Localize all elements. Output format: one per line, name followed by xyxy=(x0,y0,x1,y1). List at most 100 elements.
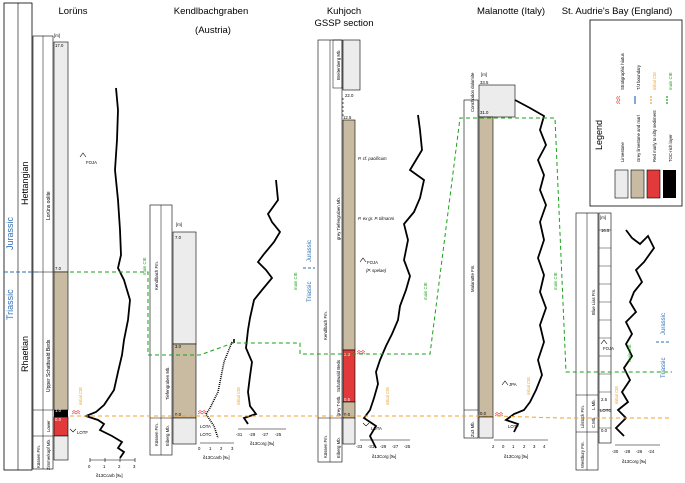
loruns-main-cie: main CIE xyxy=(142,257,147,275)
loruns-axis-label: δ13Ccarb [‰] xyxy=(96,473,123,478)
malanotte-lotf: LOTF xyxy=(508,424,519,429)
legend-toc: TOC-rich layer xyxy=(668,134,673,162)
loruns-zimmerkopf-label: Zimmerkopf Mb. xyxy=(46,439,51,470)
loruns-kossen-label: Kössen Fm. xyxy=(36,445,41,468)
era-column: Jurassic Triassic Hettangian Rhaetian xyxy=(3,2,33,471)
kuhjoch-kossen-label: Kössen Fm. xyxy=(323,435,328,458)
st-audries-axis: -30 -28 -26 -24 δ13Corg [‰] xyxy=(612,444,660,464)
kuhjoch-limestone-top xyxy=(342,39,361,91)
st-audries-foja: FOJA xyxy=(603,346,614,351)
loruns-initial-cie: initial CIE xyxy=(78,387,83,405)
kuhjoch-breitenberg-box xyxy=(332,39,343,89)
kuhjoch-foja: FOJA xyxy=(367,260,378,265)
malanotte-unit: [m] xyxy=(481,72,487,77)
kuhjoch-breitenberg-label: Breitenberg Mb. xyxy=(336,49,341,80)
loruns-hiatus xyxy=(71,410,81,415)
kendlbach-main-cie: main CIE xyxy=(293,272,298,290)
kuhjoch-tick-2: -29 xyxy=(380,444,387,449)
kendlbach-m7: 7.0 xyxy=(175,235,182,240)
loruns-unit: [m] xyxy=(54,33,60,38)
malanotte-fm-label: Malanotte Fm. xyxy=(470,265,475,292)
st-audries-initial-cie: initial CIE xyxy=(614,386,619,404)
kendlbach-m3: 3.0 xyxy=(175,344,182,349)
malanotte-limestone-lower xyxy=(478,416,494,439)
kuhjoch-title: Kuhjoch xyxy=(327,6,361,17)
era-jurassic-label: Jurassic xyxy=(5,216,15,250)
kuhjoch-initial-cie: initial CIE xyxy=(385,387,390,405)
kuhjoch-red-label: grey T-Mb. xyxy=(336,396,341,416)
st-audries-triassic: Triassic xyxy=(661,358,667,378)
loruns-oolite-label: Lorüns oolite xyxy=(46,191,52,220)
initial-cie-line xyxy=(70,415,672,419)
st-audries-title: St. Audrie's Bay (England) xyxy=(562,6,673,17)
stage-rhaetian-label: Rhaetian xyxy=(20,336,30,372)
st-audries-unit: [m] xyxy=(600,215,606,220)
kendlbach-lotc: LOTC xyxy=(200,432,211,437)
legend-hiatus-symbol xyxy=(616,95,621,105)
malanotte-m33-5: 33.5 xyxy=(480,80,489,85)
kuhjoch-tick-3: -27 xyxy=(392,444,399,449)
loruns-lotf-marker xyxy=(69,428,77,433)
legend-swatch-toc xyxy=(663,170,676,198)
loruns-limestone-lower xyxy=(53,435,69,461)
loruns-tick-0: 0 xyxy=(88,464,91,469)
loruns-limestone-upper xyxy=(53,41,69,273)
kuhjoch-tiefengraben-label: grey Tiefengraben Mb. xyxy=(336,197,341,240)
loruns-m7: 7.0 xyxy=(55,266,62,271)
kuhjoch-foja-marker xyxy=(359,257,367,263)
st-audries-langport-label: L.Mb. xyxy=(591,399,596,410)
stage-hettangian-label: Hettangian xyxy=(20,161,30,205)
kuhjoch-eiberg-label: Eiberg Mb. xyxy=(336,437,341,458)
malanotte-org-curve xyxy=(504,99,547,433)
kuhjoch-tick-1: -31 xyxy=(368,444,375,449)
loruns-m0: 0.0 xyxy=(55,417,62,422)
loruns-tick-3: 3 xyxy=(133,464,136,469)
loruns-toc-layer xyxy=(54,410,68,417)
legend-hiatus: Stratigraphic hiatus xyxy=(620,53,625,90)
legend-swatch-red xyxy=(646,169,661,199)
kendlbach-org-axis-label: δ13Corg [‰] xyxy=(250,441,274,446)
loruns-lower-label: Lower xyxy=(46,420,51,432)
malanotte-jpa-marker xyxy=(501,380,509,386)
st-audries-jurassic: Jurassic xyxy=(661,313,667,335)
malanotte-zu3-label: Zu3 Mb. xyxy=(470,421,475,437)
kendlbach-tiefengraben-label: Tiefengraben Mb. xyxy=(165,366,170,400)
kuhjoch-tick-0: -33 xyxy=(356,444,363,449)
st-audries-westbury-label: Westbury Fm. xyxy=(580,441,585,468)
kuhjoch-org-curve xyxy=(362,114,426,449)
kuhjoch-subtitle: GSSP section xyxy=(315,18,374,29)
kuhjoch-lota: LOTA xyxy=(371,426,382,431)
st-audries-m2-5: 2.5 xyxy=(601,397,608,402)
section-loruns: Lorüns Lorüns oolite Upper Schattwald Be… xyxy=(32,6,147,478)
loruns-carb-curve xyxy=(83,87,131,459)
kuhjoch-main-cie: main CIE xyxy=(423,282,428,300)
malanotte-title: Malanotte (Italy) xyxy=(477,6,545,17)
malanotte-conchodon-label: Conchodon dolomite xyxy=(470,72,475,112)
loruns-tick-2: 2 xyxy=(118,464,121,469)
kuhjoch-red-layer xyxy=(342,349,356,403)
section-kendlbach: Kendlbachgraben (Austria) Kendlbach Fm. … xyxy=(149,6,298,460)
kendlbach-org-tick-2: -27 xyxy=(262,432,269,437)
legend-tj: T/J boundary xyxy=(636,64,641,90)
st-audries-tick-1: -28 xyxy=(624,449,631,454)
kendlbach-subtitle: (Austria) xyxy=(195,25,231,36)
kuhjoch-axis: -33 -31 -29 -27 -25 δ13Corg [‰] xyxy=(356,439,411,459)
kuhjoch-p-pacificum: P. cf. pacificum xyxy=(358,156,387,161)
kuhjoch-tick-4: -25 xyxy=(404,444,411,449)
malanotte-hiatus xyxy=(494,412,504,417)
loruns-tick-1: 1 xyxy=(103,464,106,469)
st-audries-cotham-label: C.Mb. xyxy=(591,417,596,428)
kendlbach-limestone-upper xyxy=(172,231,197,345)
kuhjoch-m0-5: 0.5 xyxy=(344,397,351,402)
kuhjoch-lota-marker xyxy=(362,422,370,427)
malanotte-initial-cie: initial CIE xyxy=(526,377,531,395)
kendlbach-eiberg-label: Eiberg Mb. xyxy=(165,425,170,446)
kendlbach-kossen-label: Kössen Fm. xyxy=(154,423,159,446)
kendlbach-carb-tick-1: 1 xyxy=(209,446,212,451)
kuhjoch-m12-5: 12.5 xyxy=(343,115,352,120)
loruns-lotf: LOTF xyxy=(77,430,88,435)
main-cie-line xyxy=(70,117,672,373)
legend-initial-cie: initial CIE xyxy=(652,72,657,90)
loruns-schattwald-label: Upper Schattwald Beds xyxy=(46,339,52,392)
